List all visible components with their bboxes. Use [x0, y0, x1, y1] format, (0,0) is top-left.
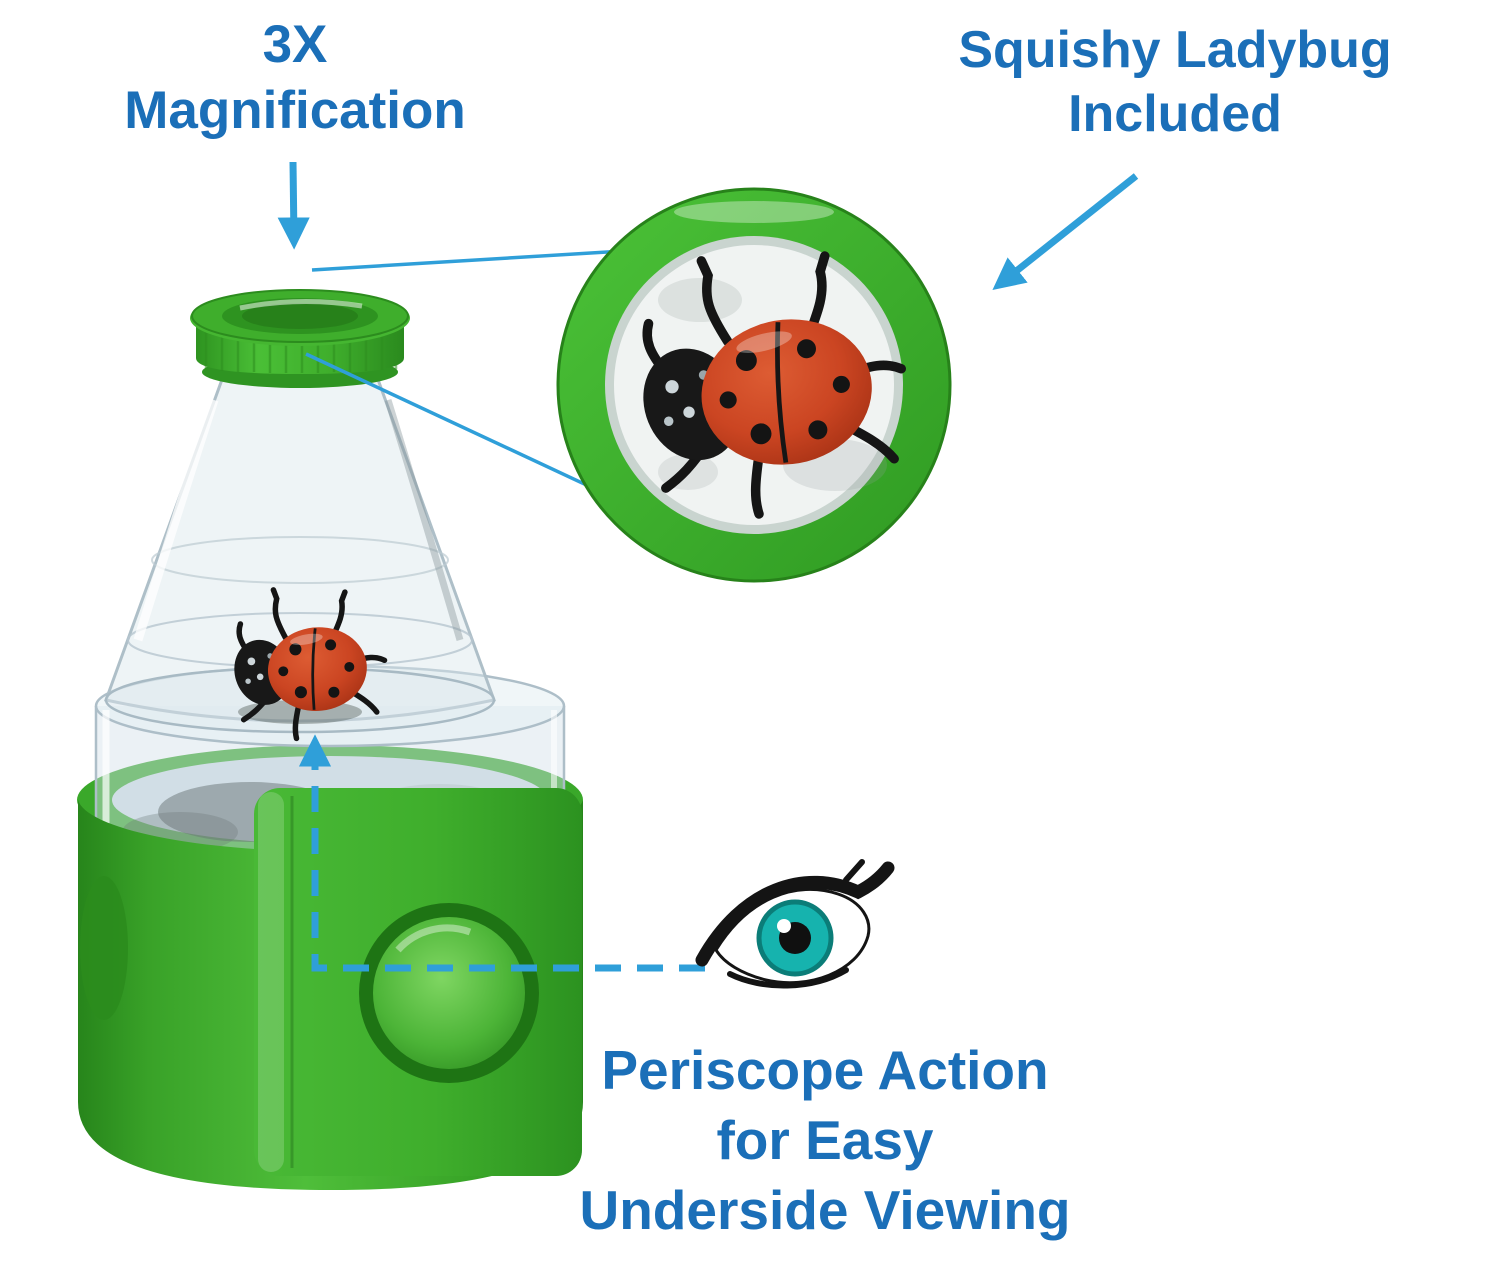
ladybug-closeup-inset [556, 187, 952, 583]
included-arrow [992, 173, 1139, 291]
label-line: Squishy Ladybug [958, 21, 1392, 79]
magnification-arrow [277, 161, 310, 250]
magnifier-cap [190, 289, 410, 388]
label-line: Underside Viewing [579, 1178, 1071, 1241]
label-periscope-action: Periscope Action for Easy Underside View… [525, 1036, 1125, 1246]
bug-viewer-product [77, 289, 583, 1190]
label-3x-magnification: 3X Magnification [50, 12, 540, 143]
eye-icon [695, 859, 895, 989]
side-window [80, 876, 128, 1020]
label-line: Included [1068, 85, 1282, 144]
label-line: Periscope Action [601, 1039, 1049, 1101]
label-line: for Easy [716, 1108, 934, 1171]
periscope-panel [254, 788, 582, 1176]
label-line: Magnification [124, 80, 466, 140]
label-squishy-ladybug: Squishy Ladybug Included [880, 18, 1470, 147]
periscope-dashed-path [298, 734, 706, 972]
label-line: 3X [262, 15, 328, 74]
